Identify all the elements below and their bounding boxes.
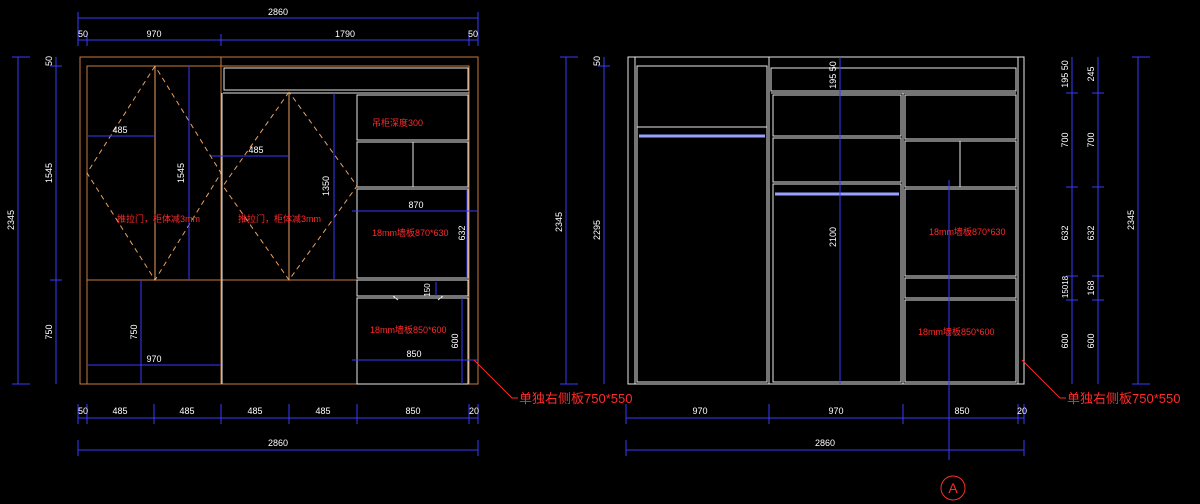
- note-door-2: 推拉门，柜体减3mm: [238, 213, 321, 224]
- right-side-dimensions: 195 50 700 632 15018 600 245 700 632 168…: [1060, 56, 1150, 385]
- r-note-board-2: 18mm墙板850*600: [918, 326, 995, 337]
- dim-600: 600: [450, 333, 460, 348]
- left-door-diamonds: [86, 65, 358, 281]
- dim-bottom-overall: 2860: [268, 438, 288, 448]
- r-dim-b5: 600: [1086, 333, 1096, 348]
- left-callout: 单独右侧板750*550: [473, 359, 632, 406]
- dim-top-seg3: 1790: [335, 29, 355, 39]
- dim-150: 150: [423, 283, 432, 297]
- left-notes: 吊柜深度300 推拉门，柜体减3mm 推拉门，柜体减3mm 18mm墙板870*…: [117, 117, 449, 335]
- right-elevation: 2345 50 2295: [554, 56, 1180, 501]
- dim-left-upper: 1545: [44, 163, 54, 183]
- section-marker-label: A: [948, 480, 958, 496]
- dim-1350: 1350: [321, 176, 331, 196]
- section-marker: A: [940, 475, 966, 501]
- right-inner-dimensions: 195 50 2100: [828, 57, 950, 460]
- r-dim-a3: 632: [1060, 225, 1070, 240]
- r-dim-a2: 700: [1060, 132, 1070, 147]
- r-dim-left-overall: 2345: [554, 212, 564, 232]
- r-dim-left-inner: 2295: [592, 220, 602, 240]
- dim-bottom-s7: 20: [469, 406, 479, 416]
- r-dim-b3: 632: [1086, 225, 1096, 240]
- r-dim-195-50: 195 50: [828, 61, 838, 89]
- r-dim-2100: 2100: [828, 227, 838, 247]
- dim-top-overall: 2860: [268, 7, 288, 17]
- note-board-2: 18mm墙板850*600: [370, 324, 447, 335]
- right-cabinet-body: [627, 56, 1025, 385]
- right-bottom-dimensions: 970 970 850 20 2860: [625, 404, 1027, 456]
- dim-970: 970: [146, 354, 161, 364]
- r-dim-b1: 245: [1086, 66, 1096, 81]
- r-dim-b2: 700: [1086, 132, 1096, 147]
- callout-right: 单独右侧板750*550: [1067, 391, 1180, 406]
- dim-bottom-s5: 485: [315, 406, 330, 416]
- note-cabinet-depth: 吊柜深度300: [372, 117, 423, 128]
- r-dim-a5: 600: [1060, 333, 1070, 348]
- r-dim-bottom-s3: 850: [954, 406, 969, 416]
- dim-632: 632: [457, 225, 467, 240]
- left-bottom-dimensions: 50 485 485 485 485 850 20 2860: [77, 404, 479, 456]
- left-side-dimensions: 2345 50 1545 750: [6, 56, 62, 385]
- right-left-dimensions: 2345 50 2295: [554, 56, 610, 385]
- left-inner-dimensions: 485 485 1545 1350 870 632 150 600 850 97…: [87, 66, 478, 384]
- right-notes: 18mm墙板870*630 18mm墙板850*600: [918, 226, 1006, 337]
- r-dim-b4: 168: [1086, 280, 1096, 295]
- dim-1545: 1545: [176, 163, 186, 183]
- left-elevation: 2860 50 970 1790 50 2345 50 1545 750: [6, 7, 632, 456]
- left-top-dimensions: 2860 50 970 1790 50: [77, 7, 479, 46]
- dim-750: 750: [129, 324, 139, 339]
- r-dim-a1: 195 50: [1060, 60, 1070, 88]
- dim-bottom-s2: 485: [112, 406, 127, 416]
- dim-left-lower: 750: [44, 324, 54, 339]
- r-dim-bottom-s2: 970: [828, 406, 843, 416]
- r-dim-bottom-overall: 2860: [815, 438, 835, 448]
- dim-870: 870: [408, 200, 423, 210]
- dim-485-a: 485: [112, 125, 127, 135]
- r-dim-bottom-s4: 20: [1017, 406, 1027, 416]
- r-dim-a4: 15018: [1061, 275, 1070, 298]
- r-dim-left-top: 50: [592, 56, 602, 66]
- dim-top-seg2: 970: [146, 29, 161, 39]
- dim-left-overall: 2345: [6, 210, 16, 230]
- r-dim-overall: 2345: [1126, 210, 1136, 230]
- callout-left: 单独右侧板750*550: [519, 391, 632, 406]
- dim-top-seg1: 50: [78, 29, 88, 39]
- r-dim-bottom-s1: 970: [692, 406, 707, 416]
- right-callout: 单独右侧板750*550: [1021, 359, 1180, 406]
- note-door-1: 推拉门，柜体减3mm: [117, 213, 200, 224]
- dim-bottom-s1: 50: [78, 406, 88, 416]
- dim-left-top: 50: [44, 56, 54, 66]
- left-cabinet-body: [79, 56, 479, 385]
- dim-bottom-s6: 850: [405, 406, 420, 416]
- dim-bottom-s4: 485: [247, 406, 262, 416]
- dim-bottom-s3: 485: [179, 406, 194, 416]
- dim-850: 850: [406, 349, 421, 359]
- dim-top-seg4: 50: [468, 29, 478, 39]
- note-board-1: 18mm墙板870*630: [372, 227, 449, 238]
- r-note-board-1: 18mm墙板870*630: [929, 226, 1006, 237]
- dim-485-b: 485: [248, 145, 263, 155]
